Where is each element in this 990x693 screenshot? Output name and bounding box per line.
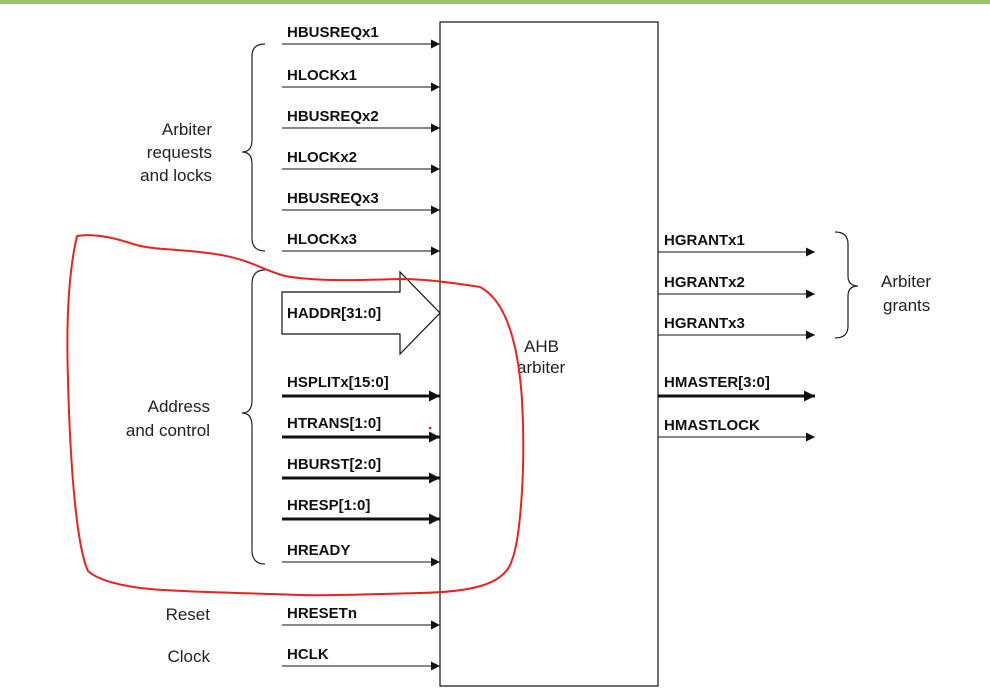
group-label-address-2: and control xyxy=(126,421,210,440)
signal-label-hclk: HCLK xyxy=(287,646,329,663)
master-outputs: HMASTER[3:0] HMASTLOCK xyxy=(658,374,815,442)
signal-label-hlockx1: HLOCKx1 xyxy=(287,67,357,84)
brace-address xyxy=(241,269,266,565)
signal-label-hsplitx: HSPLITx[15:0] xyxy=(287,374,389,391)
group-label-address-1: Address xyxy=(148,397,210,416)
signal-label-hlockx2: HLOCKx2 xyxy=(287,149,357,166)
signal-label-hbusreqx1: HBUSREQx1 xyxy=(287,24,379,41)
signal-label-hmaster: HMASTER[3:0] xyxy=(664,374,770,391)
top-rule xyxy=(0,0,990,4)
signal-label-haddr: HADDR[31:0] xyxy=(287,305,381,322)
control-inputs: HSPLITx[15:0] HTRANS[1:0] HBURST[2:0] HR… xyxy=(282,374,440,567)
signal-label-hbusreqx3: HBUSREQx3 xyxy=(287,190,379,207)
arbiter-block xyxy=(439,21,659,687)
signal-label-hburst: HBURST[2:0] xyxy=(287,456,381,473)
group-label-grants-1: Arbiter xyxy=(881,272,931,291)
signal-label-hbusreqx2: HBUSREQx2 xyxy=(287,108,379,125)
group-label-grants-2: grants xyxy=(883,296,930,315)
signal-label-hlockx3: HLOCKx3 xyxy=(287,231,357,248)
signal-label-hgrantx3: HGRANTx3 xyxy=(664,315,745,332)
signal-label-hresetn: HRESETn xyxy=(287,605,357,622)
block-title-line1: AHB xyxy=(524,337,559,356)
haddr-bus-arrow xyxy=(281,270,441,356)
signal-label-hgrantx2: HGRANTx2 xyxy=(664,274,745,291)
signal-label-hresp: HRESP[1:0] xyxy=(287,497,370,514)
signal-label-hmastlock: HMASTLOCK xyxy=(664,417,760,434)
signal-label-htrans: HTRANS[1:0] xyxy=(287,415,381,432)
brace-requests xyxy=(241,43,266,252)
group-label-reset: Reset xyxy=(166,605,211,624)
group-label-clock: Clock xyxy=(167,647,210,666)
signal-label-hgrantx1: HGRANTx1 xyxy=(664,232,745,249)
group-label-requests-1: Arbiter xyxy=(162,120,212,139)
annotation-freehand-outline xyxy=(66,234,525,597)
brace-grants xyxy=(834,231,859,339)
block-title-line2: arbiter xyxy=(517,358,566,377)
request-inputs: HBUSREQx1 HLOCKx1 HBUSREQx2 HLOCKx2 HBUS… xyxy=(282,24,440,256)
annotation-dot xyxy=(428,426,432,430)
group-label-requests-3: and locks xyxy=(140,166,212,185)
group-label-requests-2: requests xyxy=(147,143,212,162)
signal-label-hready: HREADY xyxy=(287,542,350,559)
grant-outputs: HGRANTx1 HGRANTx2 HGRANTx3 xyxy=(658,232,815,340)
